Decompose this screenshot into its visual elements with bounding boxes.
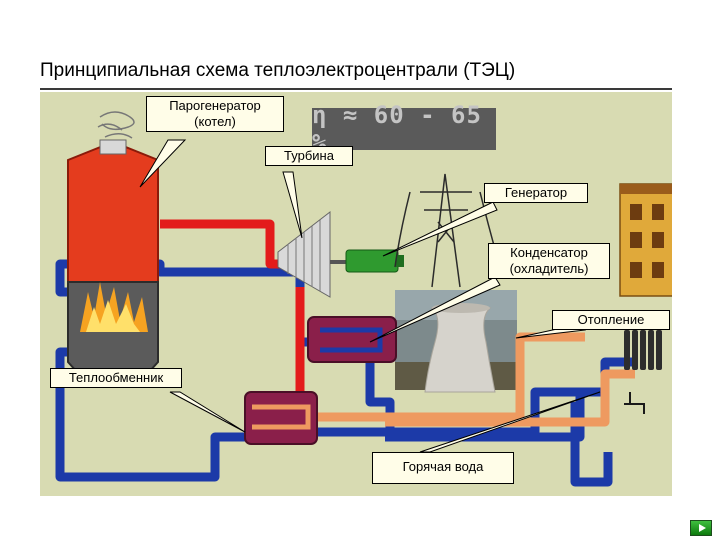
callout-leaders <box>139 139 601 453</box>
title-divider <box>40 88 672 90</box>
smoke-icon <box>97 111 135 139</box>
fire-icon <box>80 282 148 332</box>
turbine <box>277 210 331 298</box>
boiler <box>67 139 159 383</box>
radiator-icon <box>624 330 662 370</box>
next-slide-button[interactable] <box>690 520 712 536</box>
callout-boiler: Парогенератор (котел) <box>146 96 284 132</box>
callout-condenser: Конденсатор (охладитель) <box>488 243 610 279</box>
page-title: Принципиальная схема теплоэлектроцентрал… <box>40 60 516 81</box>
callout-turbine: Турбина <box>265 146 353 166</box>
condenser <box>307 316 397 363</box>
faucet-icon <box>624 392 645 414</box>
heat-exchanger <box>244 391 318 445</box>
cooling-tower-icon <box>395 290 517 393</box>
house-icon <box>619 183 672 297</box>
warm-pipes <box>260 332 635 427</box>
callout-generator: Генератор <box>484 183 588 203</box>
callout-heating: Отопление <box>552 310 670 330</box>
callout-hot-water: Горячая вода <box>372 452 514 484</box>
callout-heat-exchanger: Теплообменник <box>50 368 182 388</box>
efficiency-badge: η ≈ 60 - 65 % <box>312 101 496 157</box>
plant-diagram <box>55 111 672 487</box>
next-arrow-icon <box>699 524 706 532</box>
